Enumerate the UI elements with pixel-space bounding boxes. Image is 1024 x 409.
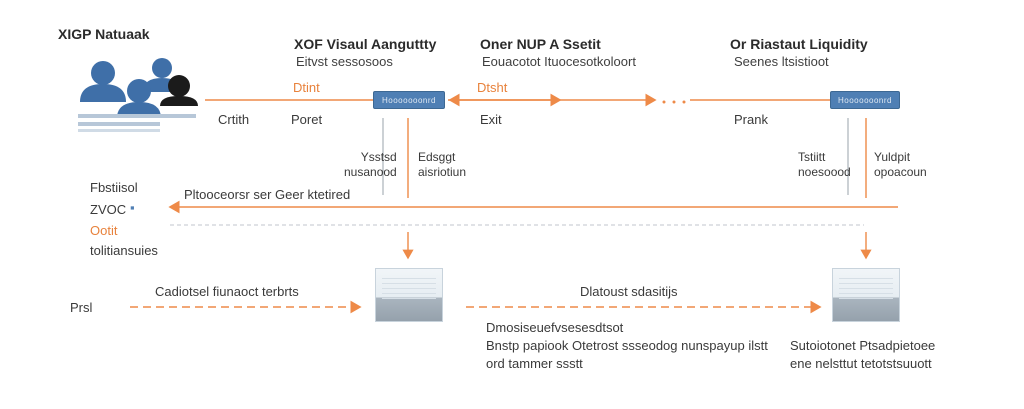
bottom-caption-mid: Dlatoust sdasitijs — [580, 284, 678, 299]
side-label-2: ZVOC — [90, 202, 127, 217]
node-right-label: Hooooooonrd — [838, 95, 892, 105]
description-right-line-1: Sutoiotonet Ptsadpietoee — [790, 338, 936, 353]
label-prank: Prank — [734, 112, 768, 127]
description-right-line-2: ene nelsttut tetotstsuuott — [790, 356, 932, 371]
document-thumbnail-icon[interactable] — [832, 268, 900, 322]
node-left-label: Hooooooonrd — [382, 95, 436, 105]
description-mid-line-1: Dmosiseuefvsesesdtsot — [486, 320, 624, 335]
label-exit: Exit — [480, 112, 502, 127]
description-mid-line-3: ord tammer ssstt — [486, 356, 583, 371]
side-label-1: Fbstiisol — [90, 180, 138, 195]
vertical-label-right-b: Yuldpit opoacoun — [874, 150, 927, 179]
users-group-icon — [78, 58, 198, 132]
label-poret: Poret — [291, 112, 323, 127]
side-label-3: Ootit — [90, 223, 118, 238]
node-right[interactable]: Hooooooonrd — [830, 91, 900, 109]
return-caption: Pltooceorsr ser Geer ktetired — [184, 187, 351, 202]
column-2-title: Oner NUP A Ssetit — [480, 36, 601, 52]
side-label-4: tolitiansuies — [90, 243, 158, 258]
network-title: XIGP Natuaak — [58, 26, 150, 42]
vertical-label-right-a: Tstiitt noesoood — [798, 150, 851, 179]
side-marker: ▪ — [130, 200, 135, 215]
orange-label-1: Dtint — [293, 80, 320, 95]
vertical-label-left-a: Ysstsd nusanood — [344, 150, 397, 179]
column-2-subtitle: Eouacotot Ituocesotkoloort — [482, 54, 636, 69]
orange-label-2: Dtsht — [477, 80, 508, 95]
vertical-label-left-b: Edsggt aisriotiun — [418, 150, 467, 179]
label-crtith: Crtith — [218, 112, 250, 127]
document-thumbnail-icon[interactable] — [375, 268, 443, 322]
column-1-title: XOF Visaul Aanguttty — [294, 36, 437, 52]
node-left[interactable]: Hooooooonrd — [373, 91, 445, 109]
pi-label: Prsl — [70, 300, 93, 315]
description-mid-line-2: Bnstp papiook Otetrost ssseodog nunspayu… — [486, 338, 768, 353]
bottom-caption-left: Cadiotsel fiunaoct terbrts — [155, 284, 299, 299]
column-3-subtitle: Seenes ltsistioot — [734, 54, 829, 69]
column-1-subtitle: Eitvst sessosoos — [296, 54, 393, 69]
column-3-title: Or Riastaut Liquidity — [730, 36, 868, 52]
